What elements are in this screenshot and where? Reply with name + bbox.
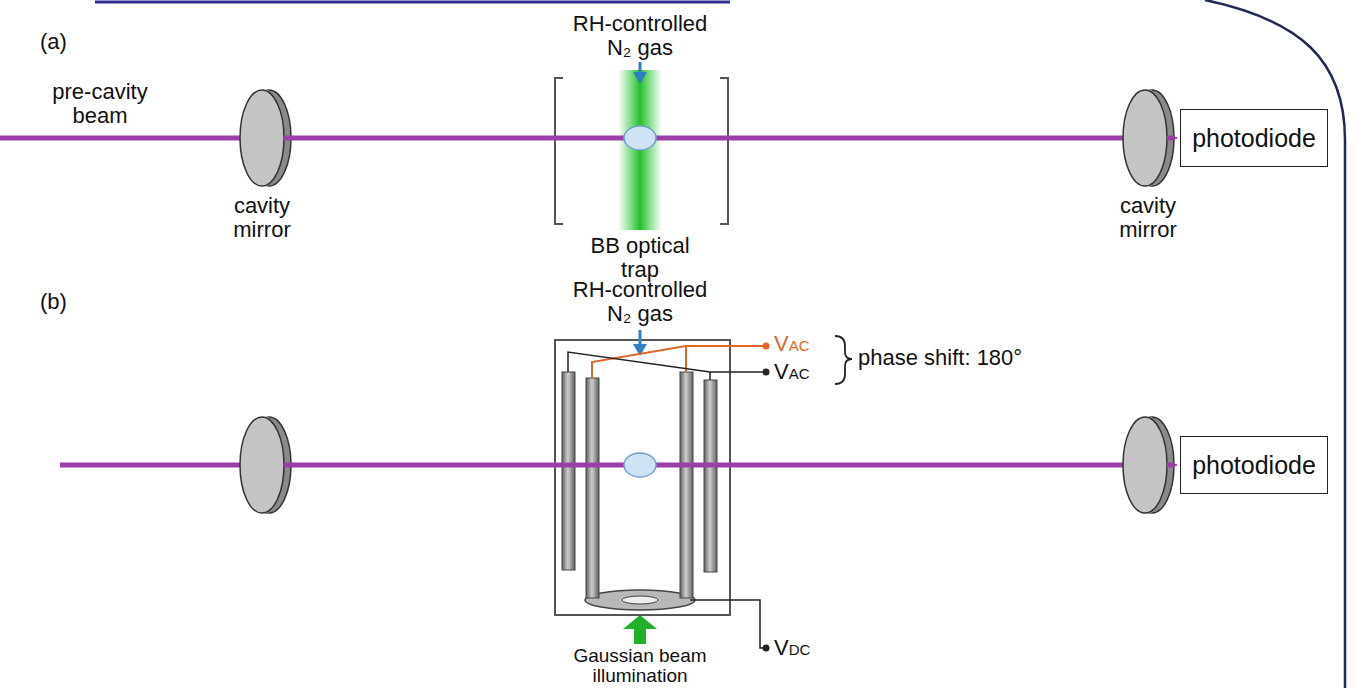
part-label: cavity mirror [212, 194, 312, 242]
part-label: BB optical trap [578, 234, 703, 282]
trap-beam [618, 70, 662, 230]
brace [835, 336, 852, 384]
panel-label: (b) [40, 290, 67, 314]
gas-label: RH-controlled N₂ gas [560, 278, 720, 326]
node-label: photodiode [1192, 124, 1316, 152]
illumination-arrow-head [623, 615, 657, 629]
panel-label: (a) [40, 30, 67, 54]
signal-name: VAC [774, 332, 810, 358]
laser-beam [0, 136, 1150, 141]
ac-wire [592, 346, 766, 378]
node-label: photodiode [1192, 451, 1316, 479]
transmitted-beam [1168, 137, 1180, 139]
mirrors [240, 90, 1175, 513]
base-electrode [585, 590, 695, 610]
detector-box: photodiode [1180, 436, 1328, 494]
chamber [555, 340, 730, 615]
cavity-mirror-shape [1123, 90, 1175, 186]
signal-name: VAC [774, 360, 810, 386]
gas-arrow [639, 330, 642, 346]
ac-wire [568, 352, 766, 380]
beam-label: pre-cavity beam [40, 80, 160, 128]
terminal-dot [763, 343, 770, 350]
terminal-dot [763, 369, 770, 376]
gas-arrow-head [633, 72, 647, 84]
base-hole [622, 596, 658, 604]
laser-beam [60, 463, 1150, 468]
droplet [624, 453, 656, 477]
signal-name: VDC [774, 636, 810, 662]
illumination-arrow [634, 628, 646, 644]
gas-label: RH-controlled N₂ gas [560, 12, 720, 60]
rod-electrodes [562, 372, 717, 598]
frame-curve [1205, 0, 1345, 688]
phase-note: phase shift: 180° [858, 346, 1022, 370]
dc-wire [690, 600, 766, 648]
title-bar [95, 1, 730, 4]
cavity-mirror-shape [240, 417, 292, 513]
beams [0, 126, 1180, 477]
part-label: cavity mirror [1098, 194, 1198, 242]
terminal-dot [763, 645, 770, 652]
cavity-mirror-shape [240, 90, 292, 186]
panel-b-art [555, 330, 852, 652]
cavity-mirror-shape [1123, 417, 1175, 513]
transmitted-beam [1168, 464, 1180, 466]
droplet [624, 126, 656, 150]
detector-box: photodiode [1180, 109, 1328, 167]
panel-a-art [555, 62, 728, 230]
beam-label: Gaussian beam illumination [565, 646, 715, 686]
chamber-bracket [555, 78, 728, 224]
